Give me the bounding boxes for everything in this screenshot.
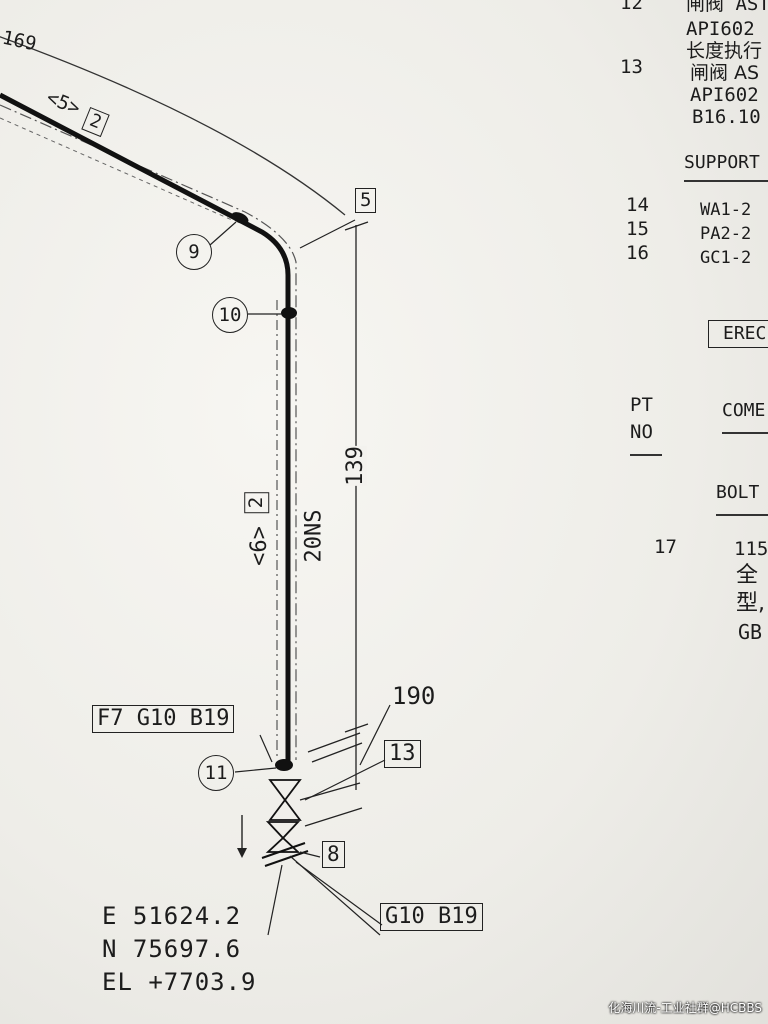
- flange-line-2: [264, 850, 309, 867]
- table-row12-line1: 闸阀 AST: [686, 0, 768, 15]
- leader-13: [304, 759, 386, 801]
- valve-bottom: [268, 798, 302, 821]
- dim-tick-bottom: [344, 723, 369, 733]
- support-14-code: WA1-2: [700, 200, 752, 220]
- valve-lower-bottom: [265, 836, 301, 853]
- leader-190: [359, 704, 391, 766]
- row17-line2: 全: [736, 563, 759, 588]
- callout-13: 13: [384, 740, 421, 768]
- valve-lower-top: [265, 821, 301, 840]
- weld-10: [281, 307, 297, 319]
- valve-top: [268, 779, 302, 802]
- table-row12-extra: 长度执行: [686, 40, 763, 62]
- coord-elevation: EL +7703.9: [102, 968, 257, 996]
- row17-no: 17: [654, 536, 677, 558]
- table-row12-line2: API602: [686, 18, 755, 40]
- support-header: SUPPORT: [684, 152, 760, 173]
- bubble-10: 10: [212, 297, 248, 333]
- flange-tag: F7 G10 B19: [92, 705, 235, 733]
- pt-no-header-1: PT: [630, 394, 653, 416]
- callout-8: 8: [322, 841, 345, 868]
- dim-190-label: 190: [392, 682, 436, 710]
- bolt-rule: [716, 514, 768, 516]
- row17-line4: GB: [738, 620, 763, 644]
- leader-11: [234, 767, 277, 773]
- table-row12-no: 12: [620, 0, 643, 14]
- leader-5: [299, 219, 356, 249]
- bolt-header: BOLT: [716, 482, 760, 503]
- leader-9: [209, 221, 237, 246]
- pt-no-rule: [630, 454, 662, 456]
- watermark-text: 化海川流-工业社群@HCBBS: [608, 1001, 762, 1015]
- dim-arc-169: [0, 36, 346, 216]
- coord-north: N 75697.6: [102, 935, 242, 963]
- row17-line3: 型,: [736, 591, 765, 616]
- dim-190-2: [311, 742, 363, 763]
- flange-line-1: [261, 842, 306, 859]
- dim-190-1: [307, 732, 361, 753]
- table-row13-no: 13: [620, 56, 643, 78]
- coord-east: E 51624.2: [102, 902, 242, 930]
- comp-rule: [722, 432, 768, 434]
- weld-11: [275, 759, 293, 771]
- comp-header: COME: [722, 400, 766, 421]
- bubble-11: 11: [198, 755, 234, 791]
- support-rule: [684, 180, 768, 182]
- table-row13-line2: API602: [690, 84, 759, 106]
- support-15-code: PA2-2: [700, 224, 752, 244]
- bubble-9: 9: [176, 234, 212, 270]
- callout-5: 5: [355, 188, 377, 213]
- leader-gasket-2: [295, 861, 383, 926]
- table-row13-line3: B16.10: [692, 106, 761, 128]
- leader-coords: [267, 864, 283, 936]
- flow-arrow-head: [237, 848, 247, 858]
- leader-flange: [259, 734, 273, 763]
- centerline-top: [0, 104, 297, 760]
- table-row13-line1: 闸阀 AS: [690, 62, 760, 84]
- support-14-no: 14: [626, 194, 649, 216]
- support-16-code: GC1-2: [700, 248, 752, 268]
- centerline-left: [0, 117, 233, 221]
- seg-vert-box: 2: [244, 491, 270, 514]
- weld-9: [231, 212, 249, 224]
- row17-line1: 115: [734, 538, 768, 560]
- dim-190-low: [304, 807, 363, 827]
- gasket-tag: G10 B19: [380, 903, 483, 931]
- pipe-size-label: 20NS: [301, 509, 327, 563]
- pipe-main: [0, 92, 291, 765]
- erec-header: EREC: [708, 320, 768, 348]
- leader-8: [299, 851, 321, 858]
- support-15-no: 15: [626, 218, 649, 240]
- pt-no-header-2: NO: [630, 421, 653, 443]
- dim-139-label: 139: [342, 446, 368, 486]
- seg-vert-label: <6>: [246, 526, 272, 566]
- support-16-no: 16: [626, 242, 649, 264]
- dim-tick-top: [344, 221, 369, 231]
